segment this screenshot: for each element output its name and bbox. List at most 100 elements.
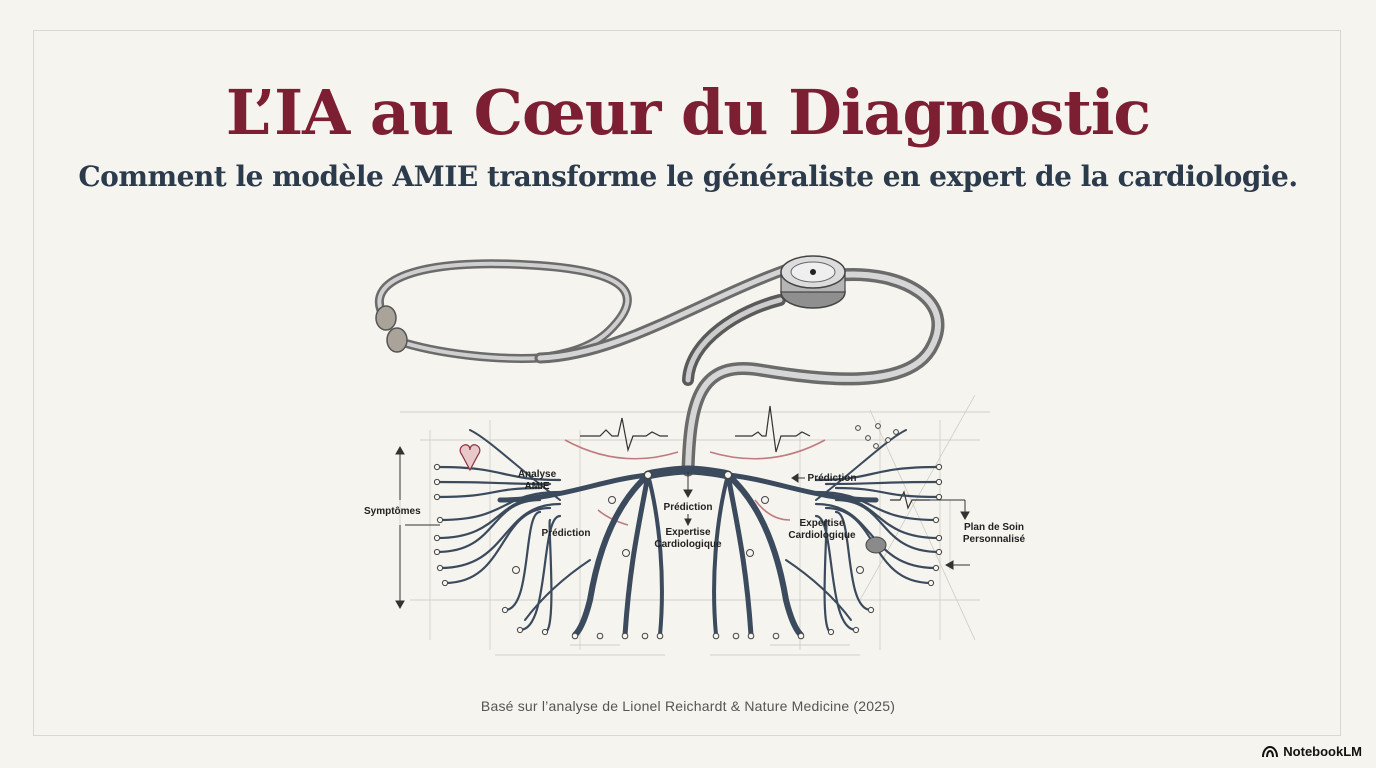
branch-line [814,502,938,570]
ecg-traces [580,405,930,510]
diagram-labels: Symptômes Analyse AMIE Prédiction Prédic… [364,469,1026,550]
branch-node [935,534,943,542]
branch-line [435,498,542,554]
label-expertise-center-1: Expertise [665,527,710,538]
branch-line [524,559,591,621]
branch-node [608,496,616,504]
branch-line [572,472,651,638]
branch-line [438,490,562,522]
branch-line [834,510,873,612]
branch-line [469,429,561,501]
branch-line [824,494,941,540]
label-prediction-right: Prédiction [808,473,857,484]
diagram-arrows [395,445,970,610]
branch-node [512,566,520,574]
label-prediction-center: Prédiction [664,502,713,513]
branch-line [834,486,941,499]
branch-node [856,566,864,574]
label-expertise-center-2: Cardiologique [654,539,722,550]
source-citation: Basé sur l’analyse de Lionel Reichardt &… [480,698,896,714]
branch-node [621,632,629,640]
branch-node [927,579,935,587]
branch-node [772,632,780,640]
branch-line [435,465,562,482]
branch-node [641,632,649,640]
branch-node [433,548,441,556]
branch-line [443,506,552,585]
label-prediction-left: Prédiction [542,528,591,539]
label-analyse-amie-1: Analyse [518,469,557,480]
branch-node [433,478,441,486]
page-subtitle: Comment le modèle AMIE transforme le gén… [78,160,1298,193]
page-title: L’IA au Cœur du Diagnostic [225,76,1151,149]
heart-icon [459,444,481,472]
branch-node [644,471,652,479]
branch-node [761,496,769,504]
flow-arcs [564,439,826,526]
neural-branches [433,423,943,640]
branch-node [433,463,441,471]
branch-node [501,606,509,614]
branch-line [435,480,552,486]
branch-node [855,425,861,431]
branch-line [785,559,852,621]
branch-line [643,465,693,480]
branch-node [827,628,835,636]
branch-line [712,473,730,637]
stethoscope-earpieces [375,305,408,353]
label-plan-1: Plan de Soin [964,522,1024,533]
branch-node [516,626,524,634]
branch-node [865,435,871,441]
branch-node [935,478,943,486]
branch-node [541,628,549,636]
branch-line [823,518,833,634]
label-plan-2: Personnalisé [963,534,1026,545]
branch-line [725,472,804,638]
branch-node [867,606,875,614]
branch-node [433,534,441,542]
slide-frame [33,30,1341,736]
branch-line [435,494,552,540]
branch-line [814,465,941,482]
branch-node [935,463,943,471]
branch-node [893,429,899,435]
branch-line [814,490,938,522]
branch-node [932,516,940,524]
branch-node [712,632,720,640]
branch-line [683,465,733,480]
branch-node [571,632,579,640]
branch-line [814,514,858,632]
label-symptomes: Symptômes [364,506,421,517]
branch-line [646,473,664,637]
branch-node [852,626,860,634]
branch-node [935,548,943,556]
branch-line [622,472,651,638]
branch-line [834,498,941,554]
branch-node [436,516,444,524]
branch-line [435,486,542,499]
branch-node [656,632,664,640]
branch-node [885,437,891,443]
branch-line [725,472,754,638]
stethoscope-chestpiece [780,255,846,309]
branch-node [596,632,604,640]
brand-badge[interactable]: NotebookLM [1262,744,1362,759]
branch-line [503,510,542,612]
branch-node [797,632,805,640]
branch-node [433,493,441,501]
branch-node [436,564,444,572]
branch-node [747,632,755,640]
label-expertise-right-2: Cardiologique [788,530,856,541]
branch-node [932,564,940,572]
branch-line [815,429,907,501]
branch-node [732,632,740,640]
organ-blob-icon [865,536,887,554]
branch-node [622,549,630,557]
branch-line [824,480,941,486]
branch-node [873,443,879,449]
branch-node [746,549,754,557]
branch-node [935,493,943,501]
branch-line [438,502,562,570]
brand-name: NotebookLM [1283,744,1362,759]
